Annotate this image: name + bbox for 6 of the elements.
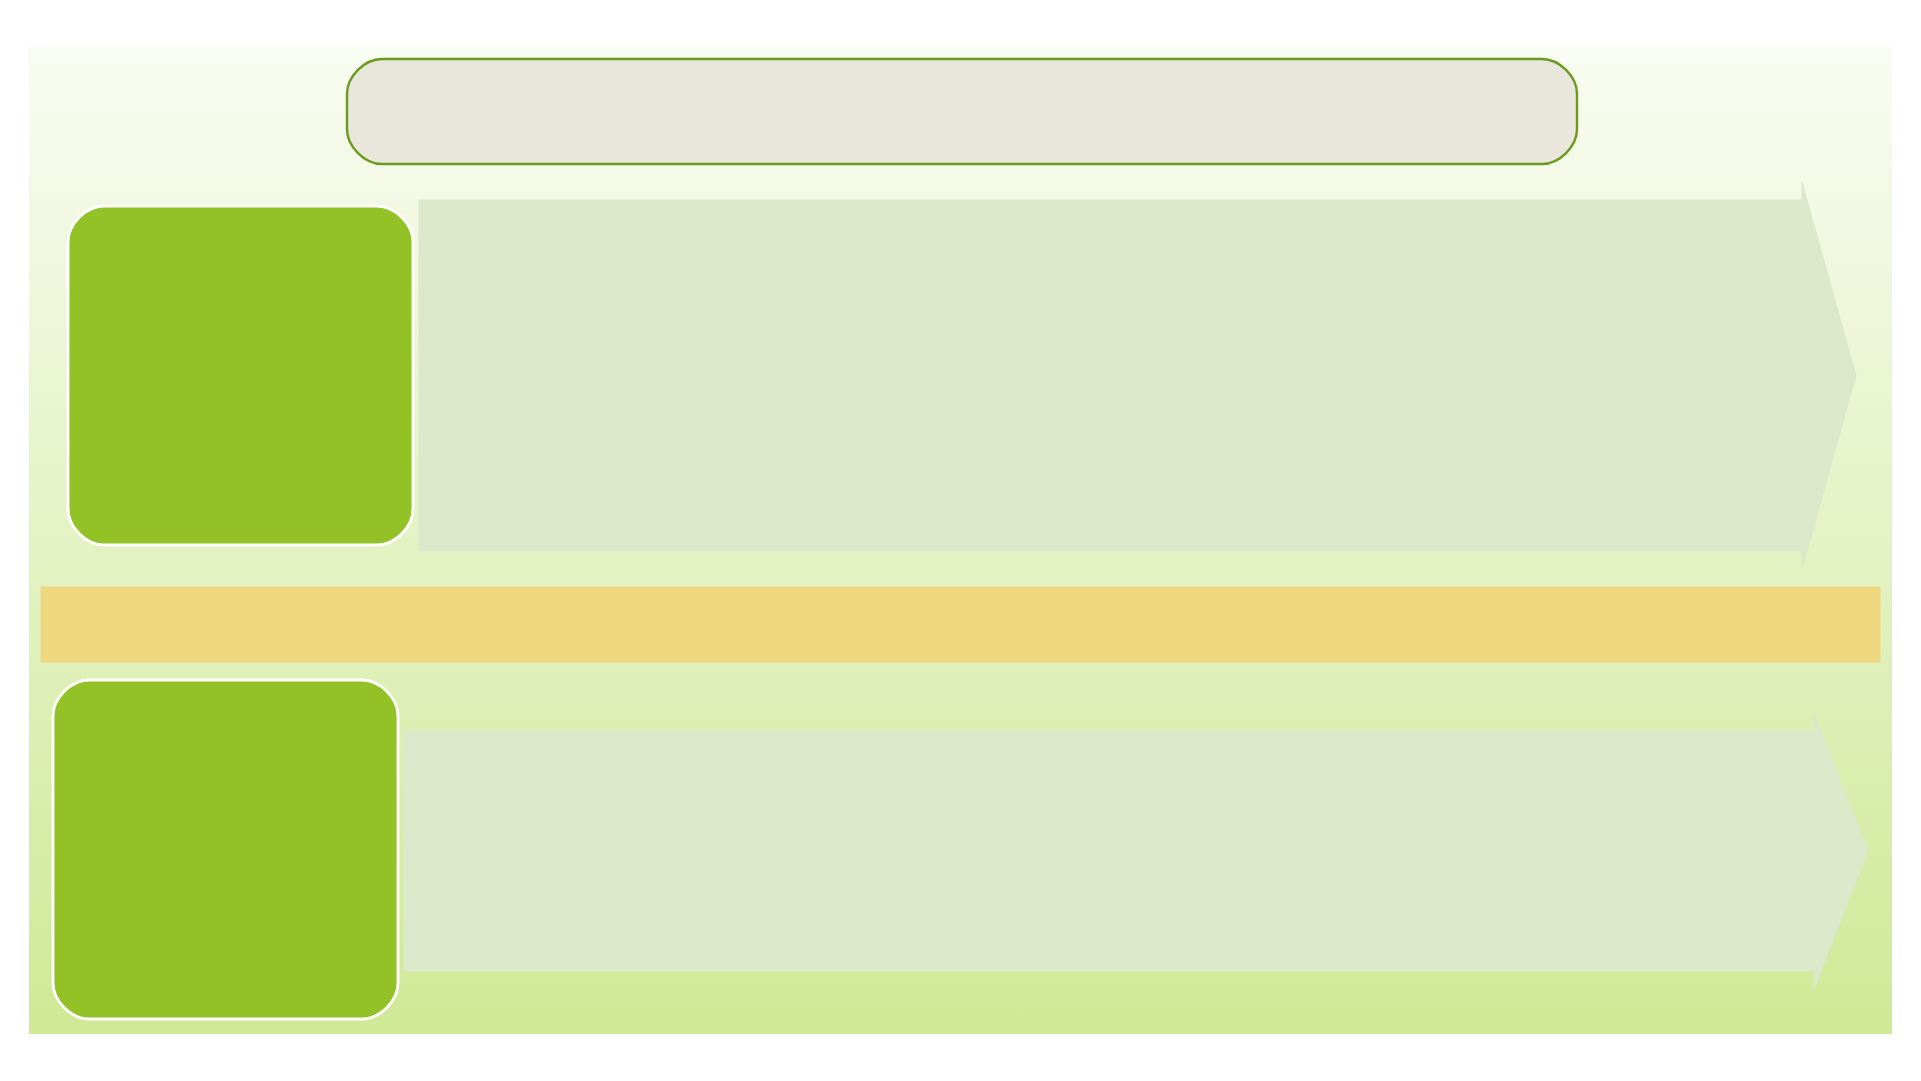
node-box [51,678,400,1021]
node-bar [40,586,1881,663]
node-arrow [403,712,1869,990]
node-box [345,57,1579,166]
node-box [66,204,415,547]
node-arrow [418,181,1857,570]
